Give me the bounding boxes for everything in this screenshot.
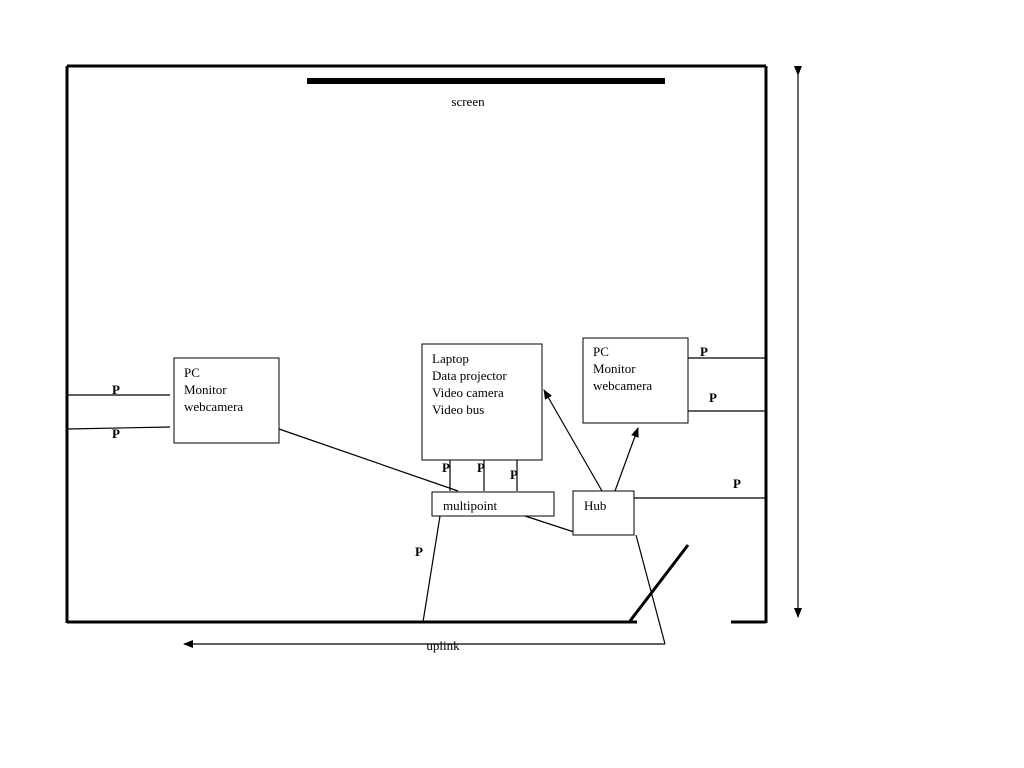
hub-node: Hub bbox=[572, 490, 635, 536]
multipoint-label: multipoint bbox=[443, 498, 498, 513]
pc-left-line-1: PC bbox=[184, 365, 200, 380]
hub-to-laptop-arrow bbox=[543, 389, 603, 492]
port-label-left-2: P bbox=[112, 426, 120, 441]
laptop-line-1: Laptop bbox=[432, 351, 469, 366]
laptop-line-2: Data projector bbox=[432, 368, 507, 383]
left-port-line-2 bbox=[66, 426, 171, 430]
hub-uplink-line bbox=[635, 534, 666, 645]
multipoint-node: multipoint bbox=[431, 491, 555, 517]
door bbox=[628, 544, 690, 622]
pc-right-line-1: PC bbox=[593, 344, 609, 359]
port-label-right-2: P bbox=[709, 390, 717, 405]
pc-left-line-3: webcamera bbox=[184, 399, 243, 414]
pc-left-line-2: Monitor bbox=[184, 382, 227, 397]
hub-label: Hub bbox=[584, 498, 606, 513]
multipoint-hub-link bbox=[524, 515, 575, 533]
uplink-label: uplink bbox=[426, 638, 460, 653]
port-label-laptop-1: P bbox=[442, 460, 450, 475]
room-walls bbox=[65, 64, 768, 624]
laptop-line-3: Video camera bbox=[432, 385, 504, 400]
port-label-left-1: P bbox=[112, 382, 120, 397]
port-label-laptop-3: P bbox=[510, 467, 518, 482]
port-label-laptop-2: P bbox=[477, 460, 485, 475]
screen-label: screen bbox=[451, 94, 485, 109]
laptop-node: Laptop Data projector Video camera Video… bbox=[421, 343, 543, 461]
port-label-right-1: P bbox=[700, 344, 708, 359]
hub-to-pc-right-arrow bbox=[614, 427, 639, 492]
pc-left-node: PC Monitor webcamera bbox=[173, 357, 280, 444]
laptop-line-4: Video bus bbox=[432, 402, 484, 417]
pc-right-line-2: Monitor bbox=[593, 361, 636, 376]
pc-left-link bbox=[278, 428, 459, 492]
port-label-hub: P bbox=[733, 476, 741, 491]
pc-right-line-3: webcamera bbox=[593, 378, 652, 393]
pc-right-node: PC Monitor webcamera bbox=[582, 337, 689, 424]
port-label-floor: P bbox=[415, 544, 423, 559]
multipoint-floor-line bbox=[422, 515, 441, 623]
